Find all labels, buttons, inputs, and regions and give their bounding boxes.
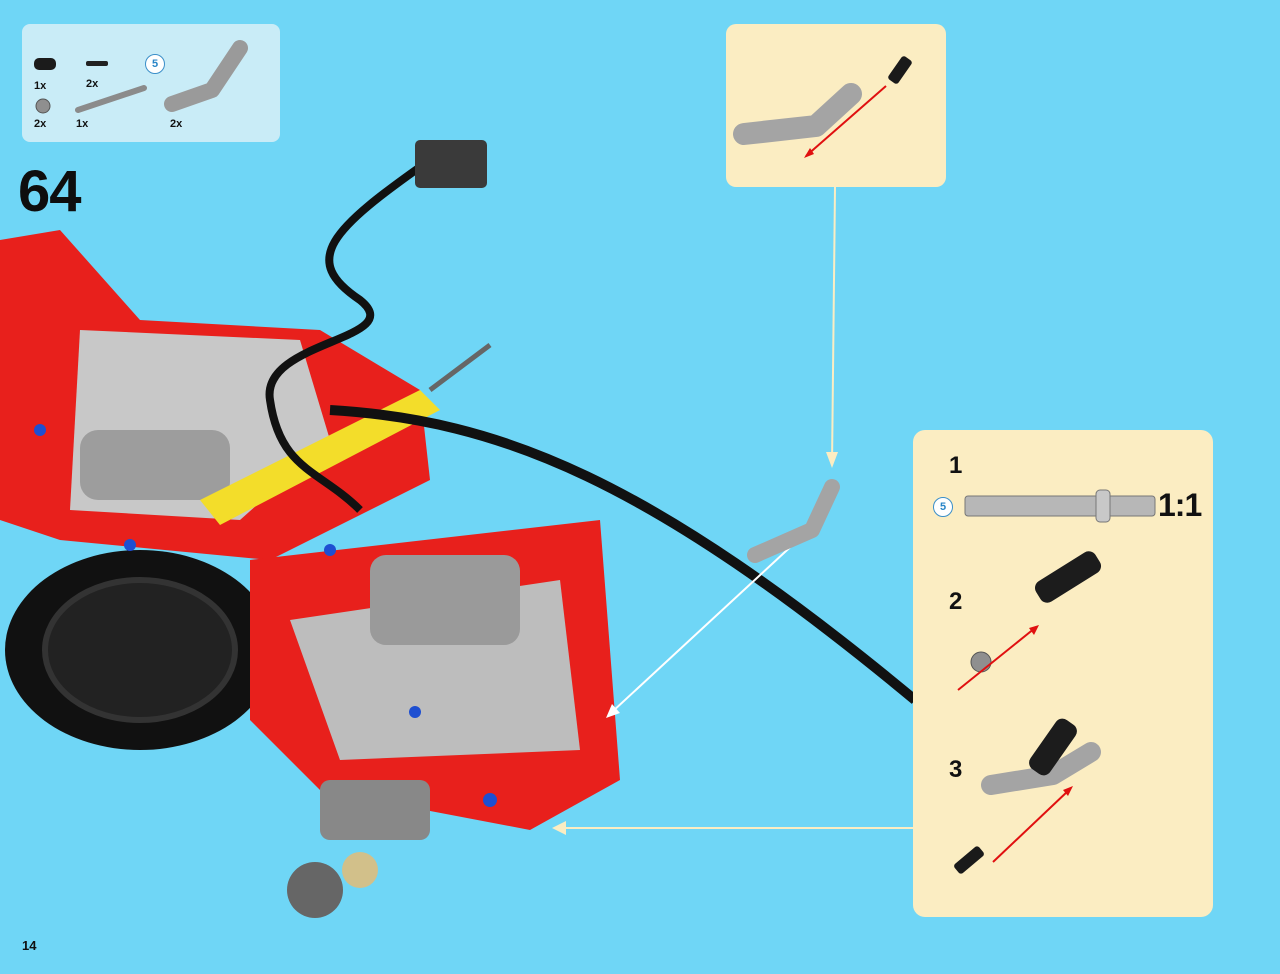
axle-length-badge: 5 (933, 497, 953, 517)
part-qty: 2x (170, 118, 183, 130)
step-number: 64 (18, 159, 82, 224)
axle-length-badge: 5 (145, 54, 165, 74)
sub-assembly-callout-top (726, 24, 946, 187)
liftarm-assembly (747, 479, 840, 563)
axle-connector-part (1034, 551, 1102, 603)
sub-assembly-right-art (954, 489, 1156, 874)
rear-motor (370, 555, 520, 645)
cable (265, 156, 433, 513)
part-qty: 1x (34, 80, 47, 92)
part-qty: 2x (34, 118, 47, 130)
cable (329, 405, 919, 704)
insert-arrow (992, 789, 1070, 863)
callout-connector (831, 186, 836, 466)
insert-arrow (805, 85, 887, 157)
axle-1to1 (964, 495, 1156, 517)
scale-label: 1:1 (1158, 487, 1202, 523)
insert-arrow (957, 627, 1036, 691)
battery-connector (415, 140, 487, 188)
parts-list-panel: 5 1x 2x 2x 1x 2x (22, 24, 280, 142)
bent-liftarm-part (981, 742, 1101, 795)
motor (80, 430, 230, 500)
sub-step-number: 2 (949, 588, 963, 615)
pin-part (888, 56, 912, 84)
sub-assembly-top-art (733, 56, 912, 158)
bush-part (35, 98, 51, 114)
axle-connector-part (34, 58, 56, 70)
pin-part (954, 846, 984, 874)
hub (287, 862, 343, 918)
sub-assembly-callout-right: 1 2 3 5 1:1 (913, 430, 1213, 917)
bush-part (970, 651, 992, 673)
part-qty: 2x (86, 78, 99, 90)
axle-part (75, 85, 147, 113)
sub-step-number: 3 (949, 756, 963, 783)
sub-step-number: 1 (949, 452, 963, 479)
parts-list-art (34, 40, 248, 114)
page-number: 14 (22, 938, 37, 953)
pin-part (86, 61, 108, 66)
part-qty: 1x (76, 118, 89, 130)
bent-liftarm-part (164, 40, 248, 112)
